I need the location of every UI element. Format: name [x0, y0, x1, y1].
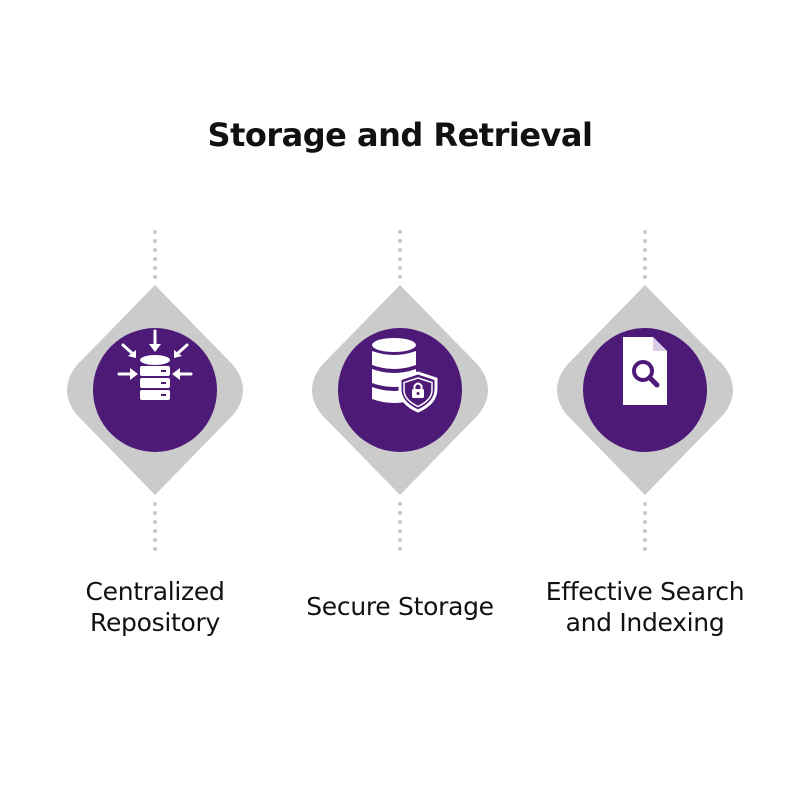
feature-label: Secure Storage: [306, 592, 494, 621]
document-search-icon: [601, 327, 689, 415]
connector-dots-top: [398, 230, 402, 282]
connector-dots-top: [153, 230, 157, 282]
connector-dots-bottom: [398, 502, 402, 554]
feature-label: Effective Search and Indexing: [545, 577, 745, 637]
secure-database-icon: [356, 327, 444, 415]
database-inflow-icon: [111, 327, 199, 415]
connector-dots-top: [643, 230, 647, 282]
feature-effective-search: Effective Search and Indexing: [545, 230, 745, 650]
page-title: Storage and Retrieval: [207, 116, 593, 154]
feature-centralized-repository: Centralized Repository: [55, 230, 255, 650]
connector-dots-bottom: [643, 502, 647, 554]
feature-label: Centralized Repository: [85, 577, 225, 637]
connector-dots-bottom: [153, 502, 157, 554]
feature-secure-storage: Secure Storage: [300, 230, 500, 650]
